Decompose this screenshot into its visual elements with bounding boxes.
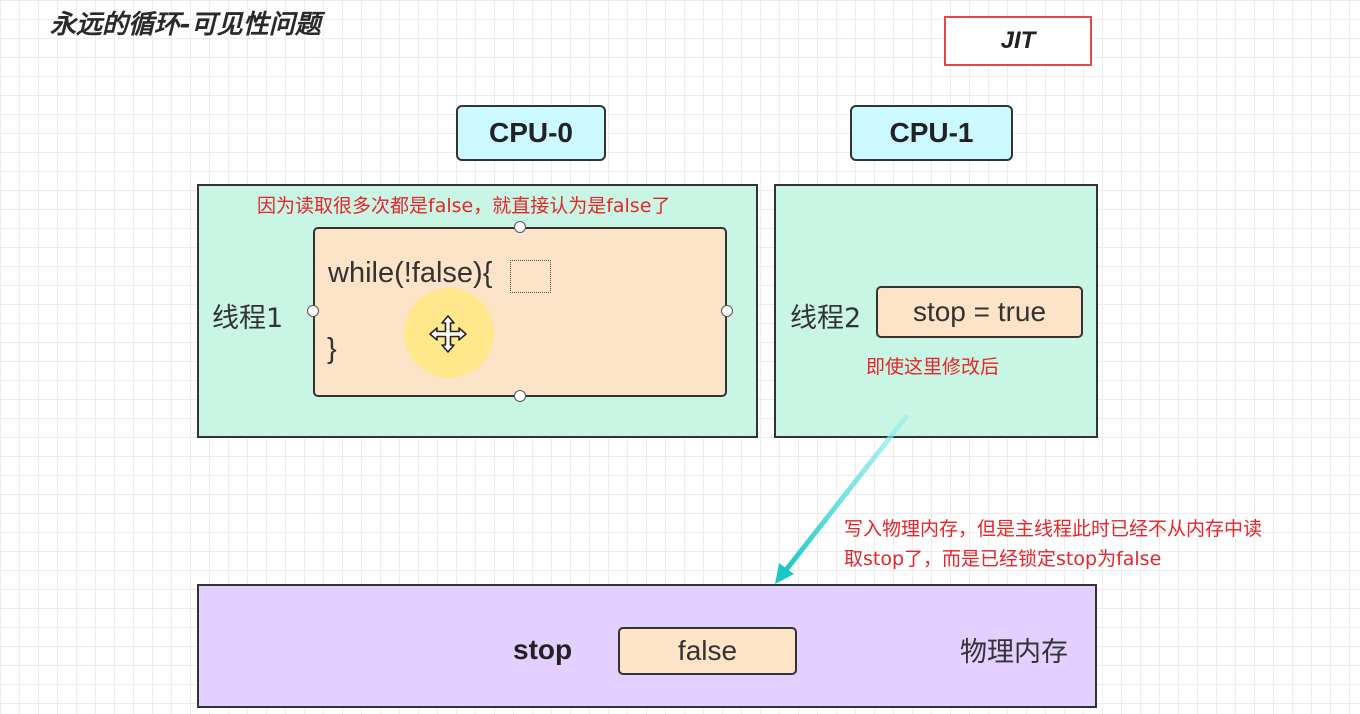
resize-handle-left[interactable] <box>307 305 319 317</box>
thread-1-label: 线程1 <box>212 303 284 334</box>
slide-title: 永远的循环-可见性问题 <box>50 10 321 40</box>
cpu-0-label: CPU-0 <box>456 105 606 161</box>
text-cursor-placeholder[interactable] <box>510 260 551 293</box>
code-line-close-brace: } <box>327 333 337 365</box>
jit-label-box: JIT <box>944 16 1092 66</box>
code-line-while: while(!false){ <box>328 257 493 289</box>
resize-handle-right[interactable] <box>721 305 733 317</box>
resize-handle-bottom[interactable] <box>514 390 526 402</box>
move-cursor-icon <box>429 315 467 353</box>
memory-write-note-line2: 取stop了，而是已经锁定stop为false <box>844 548 1162 570</box>
cpu-1-label: CPU-1 <box>850 105 1013 161</box>
resize-handle-top[interactable] <box>514 221 526 233</box>
cache-note: 因为读取很多次都是false，就直接认为是false了 <box>257 195 671 217</box>
physical-memory-label: 物理内存 <box>960 637 1068 668</box>
memory-write-note-line1: 写入物理内存，但是主线程此时已经不从内存中读 <box>844 518 1263 540</box>
stop-variable-label: stop <box>513 634 573 665</box>
memory-write-note: 写入物理内存，但是主线程此时已经不从内存中读 取stop了，而是已经锁定stop… <box>844 514 1262 574</box>
loop-code-box[interactable] <box>313 227 727 397</box>
thread-2-label: 线程2 <box>790 303 862 334</box>
modify-note: 即使这里修改后 <box>866 356 1000 378</box>
stop-value-box: false <box>618 627 797 675</box>
stop-assignment-box: stop = true <box>876 286 1083 338</box>
